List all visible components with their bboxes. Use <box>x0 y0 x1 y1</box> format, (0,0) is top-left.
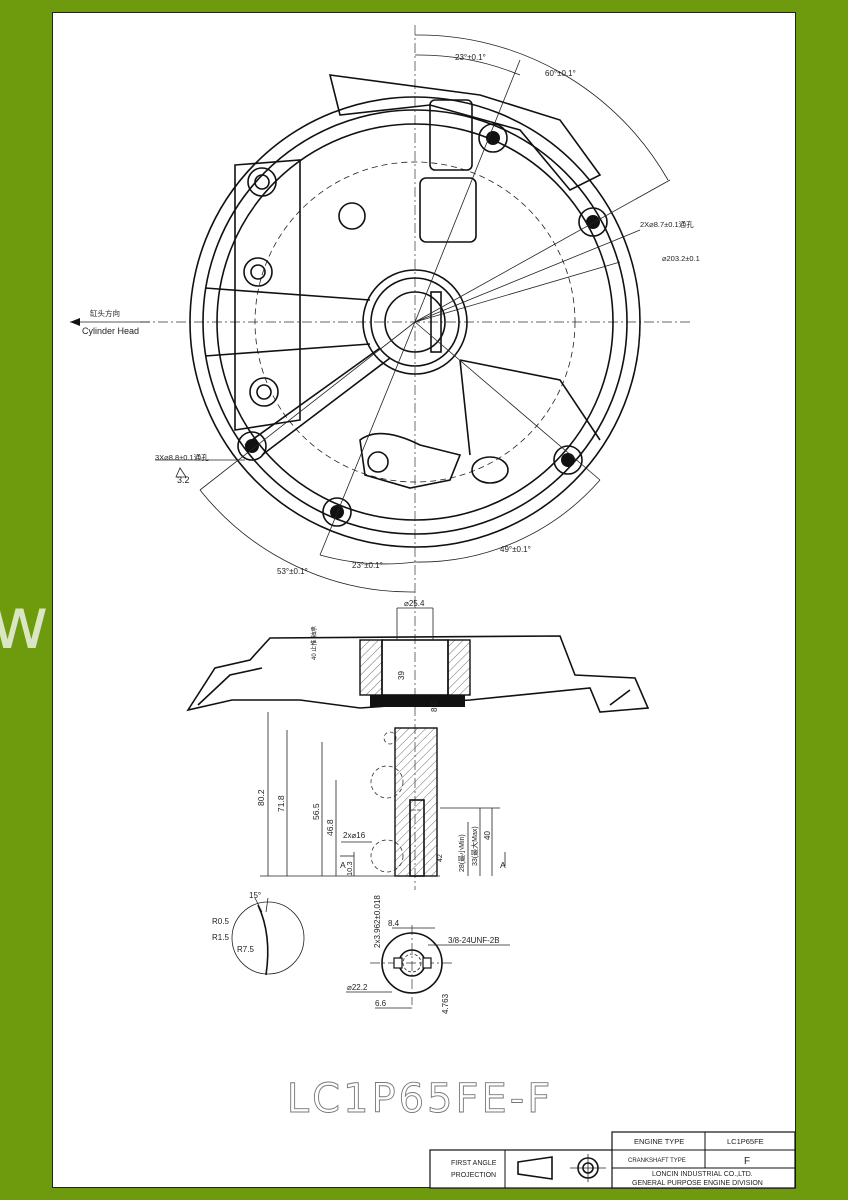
dim-holes-3x: 3X⌀8.8±0.1通孔 <box>155 452 209 462</box>
thread-spec: 3/8-24UNF-2B <box>448 936 500 945</box>
projection-label-1: FIRST ANGLE <box>451 1160 497 1167</box>
division-name: GENERAL PURPOSE ENGINE DIVISION <box>632 1180 763 1187</box>
hidden-circle-2 <box>370 839 404 873</box>
outer-flange-circle <box>189 96 641 548</box>
dim-8-4: 8.4 <box>388 919 400 928</box>
dim-39: 39 <box>397 671 406 680</box>
leader-23 <box>414 59 521 323</box>
dim-ang-60: 60°±0.1° <box>545 69 576 78</box>
center-pocket <box>419 177 477 243</box>
dim-80-2: 80.2 <box>256 789 266 806</box>
top-view-flange <box>70 25 690 600</box>
dim-25: ⌀25.4 <box>404 599 425 608</box>
arc-53 <box>199 489 416 593</box>
housing-wall-circle <box>216 123 614 521</box>
dim-6-6: 6.6 <box>375 999 387 1008</box>
dim-ang-23-bot: 23°±0.1° <box>352 561 383 570</box>
dim-r7-5: R7.5 <box>237 945 254 954</box>
crankshaft-type-label: CRANKSHAFT TYPE <box>628 1158 686 1164</box>
dim-33: 33(最大Max) <box>470 826 479 866</box>
bolt-circle <box>254 161 576 483</box>
dim-ang-15: 15° <box>249 891 261 900</box>
dim-holes-2x: 2X⌀8.7±0.1通孔 <box>640 219 694 229</box>
dim-10-3: 10.3 <box>345 861 354 876</box>
arc-60 <box>414 34 669 181</box>
arc-23-bot <box>319 554 416 565</box>
shaft-end-detail <box>346 925 510 1009</box>
dim-key: 2x3.962±0.018 <box>373 895 382 948</box>
arc-49 <box>414 479 601 563</box>
model-title: LC1P65FE-F <box>287 1076 553 1122</box>
roughness-value: 3.2 <box>177 475 190 485</box>
small-boss <box>338 202 366 230</box>
leader-23b <box>319 321 416 556</box>
arc-23-top <box>414 54 521 76</box>
right-ribs <box>459 359 601 456</box>
projection-label-2: PROJECTION <box>451 1172 496 1179</box>
keyway <box>430 291 442 353</box>
leader-dia <box>414 261 621 323</box>
lower-small-hole <box>367 451 389 473</box>
drawing-sheet <box>52 12 796 1188</box>
dim-r0-5: R0.5 <box>212 917 229 926</box>
leader-53 <box>199 321 416 491</box>
bearing-seat <box>370 695 465 707</box>
dim-28: 28(最小Min) <box>457 834 466 872</box>
arrow-head <box>70 318 80 326</box>
center-boss-mid <box>370 277 460 367</box>
projection-cone-icon <box>517 1156 553 1180</box>
dim-42: 42 <box>437 854 444 862</box>
lower-casting-pad <box>359 432 462 489</box>
dim-4-763: 4.763 <box>441 993 450 1014</box>
center-boss-outer <box>362 269 468 375</box>
crankshaft-type-value: F <box>744 1156 750 1167</box>
leader-49 <box>414 321 601 481</box>
cylinder-head-cn-label: 缸头方向 <box>90 308 120 318</box>
roughness-symbol <box>175 467 187 478</box>
watermark-text: www.loncin.com <box>0 581 659 665</box>
engine-type-value: LC1P65FE <box>727 1137 764 1146</box>
rib-block <box>234 159 301 431</box>
dim-2x16: 2x⌀16 <box>343 831 366 840</box>
boss-section-right <box>447 639 471 696</box>
section-view <box>186 598 650 890</box>
flange-inner-circle <box>202 109 628 535</box>
dim-ang-23-top: 23°±0.1° <box>455 53 486 62</box>
section-mark-a-right: A <box>500 860 506 870</box>
dim-22-2: ⌀22.2 <box>347 983 368 992</box>
title-block <box>429 1131 796 1189</box>
cylinder-head-label: Cylinder Head <box>82 326 139 336</box>
boss-section-left <box>359 639 383 696</box>
dim-40: 40 <box>483 831 492 840</box>
dim-dia-203: ⌀203.2±0.1 <box>662 254 700 263</box>
dim-40-note: 40 止推 轴承 <box>310 626 318 660</box>
dim-ang-53: 53°±0.1° <box>277 567 308 576</box>
hidden-circle-1 <box>370 765 404 799</box>
leader-60 <box>414 179 671 323</box>
radius-detail <box>231 897 305 976</box>
upper-pocket <box>429 99 473 171</box>
ribs <box>204 287 391 456</box>
dim-56-5: 56.5 <box>311 803 321 820</box>
dim-r1-5: R1.5 <box>212 933 229 942</box>
upper-casting-rib <box>328 74 602 191</box>
company-name: LONCIN INDUSTRIAL CO.,LTD. <box>652 1171 753 1178</box>
dim-71-8: 71.8 <box>276 795 286 812</box>
dim-8-5: 8.5 <box>430 700 439 712</box>
center-bore <box>384 291 446 353</box>
section-mark-a-left: A <box>340 860 346 870</box>
dim-46-8: 46.8 <box>325 819 335 836</box>
leader-holes <box>414 229 641 323</box>
crankshaft-section <box>394 727 438 877</box>
dimension-lines <box>260 607 506 877</box>
lower-oval-boss <box>471 456 509 484</box>
dim-ang-49: 49°±0.1° <box>500 545 531 554</box>
engine-type-label: ENGINE TYPE <box>634 1137 684 1146</box>
bolt-holes <box>237 123 608 527</box>
housing-section-outline <box>186 635 650 713</box>
